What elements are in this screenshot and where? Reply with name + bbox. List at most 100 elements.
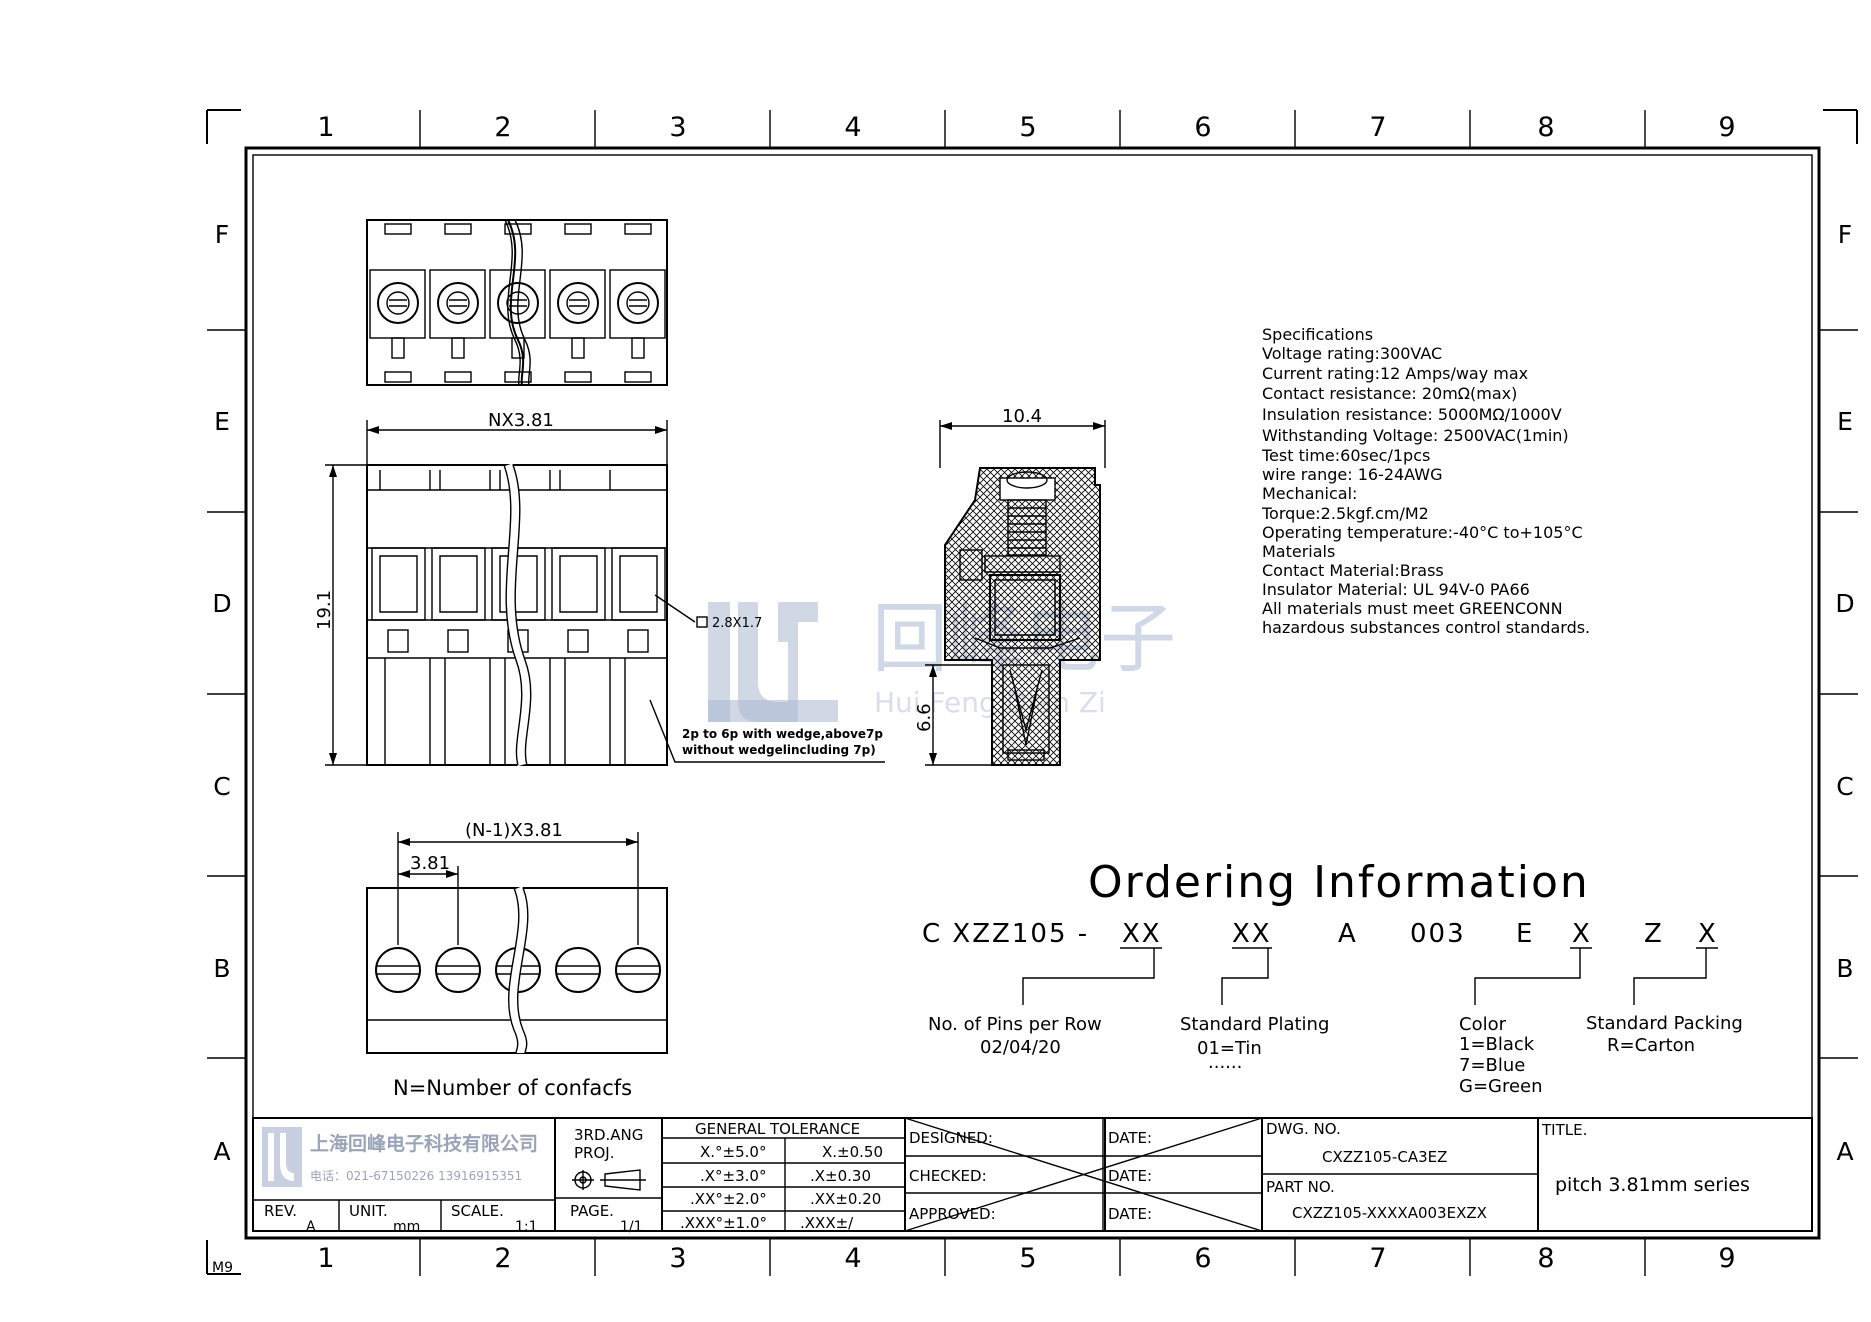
tol-cell: .XX±0.20 (810, 1190, 881, 1208)
projection-label-1: 3RD.ANG (574, 1126, 643, 1144)
spec-line: Current rating:12 Amps/way max (1262, 364, 1528, 383)
row-label: C (213, 772, 230, 801)
col-label: 7 (1369, 1243, 1386, 1274)
spec-line: Insulator Material: UL 94V-0 PA66 (1262, 580, 1530, 599)
code-part: X (1572, 919, 1592, 949)
wedge-note-line2: without wedgelincluding 7p) (682, 743, 876, 757)
col-label: 4 (844, 112, 861, 143)
approved-label: APPROVED: (909, 1205, 996, 1223)
projection-label-2: PROJ. (574, 1144, 614, 1162)
date-label: DATE: (1108, 1167, 1152, 1185)
row-label: D (212, 589, 231, 618)
code-part: 003 (1410, 919, 1466, 949)
corner-code: M9 (212, 1260, 233, 1276)
col-label: 4 (844, 1243, 861, 1274)
square-note: 2.8X1.7 (712, 616, 762, 631)
col-label: 1 (317, 1243, 334, 1274)
spec-line: All materials must meet GREENCONN (1262, 599, 1563, 618)
tolerance-title: GENERAL TOLERANCE (695, 1120, 860, 1138)
tol-cell: .X±0.30 (810, 1167, 871, 1185)
spec-line: Torque:2.5kgf.cm/M2 (1261, 504, 1429, 523)
color-value: 7=Blue (1459, 1055, 1525, 1076)
tol-cell: .XXX°±1.0° (680, 1214, 767, 1232)
col-label: 9 (1718, 1243, 1735, 1274)
dimension-bottom-pitch: 3.81 (410, 853, 450, 874)
part-label: PART NO. (1266, 1178, 1335, 1196)
dimension-side-width: 10.4 (1002, 406, 1042, 427)
designed-label: DESIGNED: (909, 1129, 993, 1147)
spec-line: hazardous substances control standards. (1262, 618, 1590, 637)
col-label: 7 (1369, 112, 1386, 143)
spec-line: Specifications (1262, 325, 1373, 344)
watermark-pinyin: Hui Feng Dian Zi (874, 686, 1106, 719)
col-label: 8 (1537, 1243, 1554, 1274)
packing-label: Standard Packing (1586, 1013, 1743, 1034)
drawing-frame: 1 2 3 4 5 6 7 8 9 1 2 3 4 5 6 7 8 9 F E … (206, 109, 1858, 1276)
spec-line: Contact resistance: 20mΩ(max) (1262, 384, 1517, 403)
code-part: X (1698, 919, 1718, 949)
tol-cell: X.°±5.0° (700, 1143, 766, 1161)
scale-label: SCALE. (451, 1202, 504, 1220)
col-label: 6 (1194, 1243, 1211, 1274)
code-part: E (1516, 919, 1534, 949)
row-label: C (1836, 772, 1853, 801)
top-view (366, 219, 668, 386)
checked-label: CHECKED: (909, 1167, 987, 1185)
code-part: C XZZ105 - (922, 919, 1089, 949)
tol-cell: .XXX±/ (800, 1214, 854, 1232)
ordering-title: Ordering Information (1088, 857, 1590, 908)
column-dividers (419, 110, 1646, 1276)
company-phone: 电话：021-67150226 13916915351 (310, 1169, 522, 1183)
page-label: PAGE. (570, 1202, 614, 1220)
date-label: DATE: (1108, 1205, 1152, 1223)
pins-label: No. of Pins per Row (928, 1014, 1102, 1035)
col-label: 5 (1019, 1243, 1036, 1274)
bottom-view: (N-1)X3.81 3.81 N=Number of confacfs (366, 820, 668, 1100)
row-label: E (1837, 407, 1853, 436)
row-label: E (214, 407, 230, 436)
code-part: XX (1122, 919, 1162, 949)
watermark: 回峰电子 Hui Feng Dian Zi (708, 594, 1176, 722)
code-part: Z (1644, 919, 1664, 949)
page-value: 1/1 (620, 1219, 643, 1235)
tol-cell: X.±0.50 (822, 1143, 883, 1161)
dimension-height: 19.1 (314, 590, 335, 630)
packing-value: R=Carton (1607, 1035, 1695, 1056)
row-label: B (213, 954, 230, 983)
row-label: D (1835, 589, 1854, 618)
code-part: A (1338, 919, 1358, 949)
company-name: 上海回峰电子科技有限公司 (310, 1132, 538, 1155)
rev-value: A (306, 1219, 316, 1235)
col-label: 2 (494, 112, 511, 143)
watermark-logo-icon (708, 602, 838, 722)
spec-line: Mechanical: (1262, 484, 1357, 503)
dwg-value: CXZZ105-CA3EZ (1322, 1148, 1447, 1166)
part-value: CXZZ105-XXXXA003EXZX (1292, 1204, 1487, 1222)
scale-value: 1:1 (515, 1219, 538, 1235)
spec-line: wire range: 16-24AWG (1262, 465, 1442, 484)
ordering-information: Ordering Information C XZZ105 - XX XX A … (922, 857, 1743, 1097)
title-label: TITLE. (1541, 1121, 1587, 1139)
col-label: 3 (669, 112, 686, 143)
col-label: 9 (1718, 112, 1735, 143)
col-label: 5 (1019, 112, 1036, 143)
n-note: N=Number of confacfs (393, 1076, 632, 1100)
tol-cell: .XX°±2.0° (690, 1190, 767, 1208)
plating-more: ...... (1208, 1052, 1242, 1073)
dimension-bottom-total: (N-1)X3.81 (465, 820, 563, 841)
projection-symbol-icon (572, 1169, 646, 1191)
color-value: 1=Black (1459, 1034, 1535, 1055)
spec-line: Operating temperature:-40°C to+105°C (1262, 523, 1583, 542)
row-label: F (215, 220, 229, 249)
pins-value: 02/04/20 (980, 1037, 1061, 1058)
side-section-view: 10.4 6.6 (914, 406, 1106, 766)
dimension-side-pin: 6.6 (914, 703, 935, 732)
col-label: 6 (1194, 112, 1211, 143)
wedge-note-line1: 2p to 6p with wedge,above7p (682, 727, 883, 741)
tol-cell: .X°±3.0° (700, 1167, 766, 1185)
color-value: G=Green (1459, 1076, 1543, 1097)
row-label: B (1836, 954, 1853, 983)
row-label: F (1838, 220, 1852, 249)
col-label: 1 (317, 112, 334, 143)
row-label: A (1836, 1137, 1853, 1166)
